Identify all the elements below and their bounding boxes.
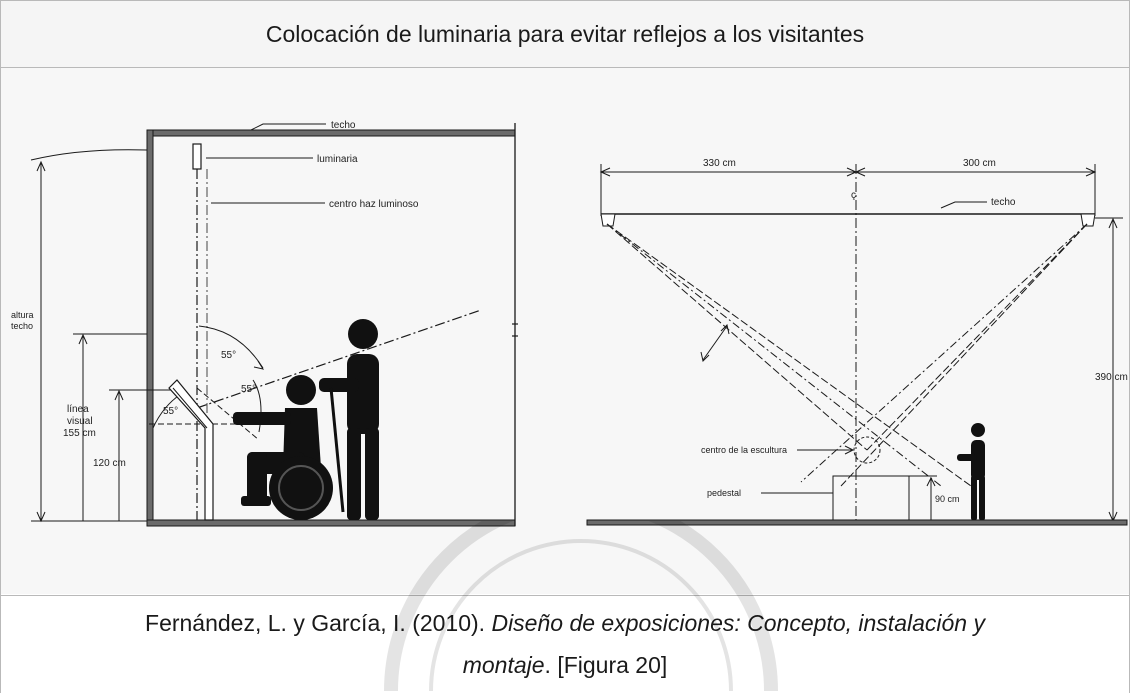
leader-techo-r: [940, 201, 987, 209]
label-centerline: ç: [851, 190, 856, 201]
label-altura-1: altura: [11, 310, 34, 320]
label-luminaria: luminaria: [317, 154, 358, 165]
wheel-rim: [278, 465, 324, 511]
label-linea-3: 155 cm: [63, 428, 96, 439]
sculpture-arrow: [844, 445, 855, 455]
label-angle-left: 55°: [163, 406, 178, 417]
caption-line-2: montaje. [Figura 20]: [1, 644, 1129, 686]
label-angle-top: 55°: [221, 350, 236, 361]
label-techo: techo: [331, 120, 356, 131]
standing-arm: [319, 378, 359, 392]
lum-left: [600, 213, 616, 227]
caption-title-1: Diseño de exposiciones: Concepto, instal…: [491, 610, 985, 636]
label-height: 390 cm: [1095, 372, 1128, 383]
label-centro-escultura: centro de la escultura: [701, 445, 787, 455]
angle-arc-top: [198, 325, 264, 369]
caption-title-2: montaje: [462, 652, 545, 678]
figure-area: techo luminaria centro haz luminoso altu…: [1, 68, 1129, 594]
width-arrow-l: [599, 167, 611, 177]
lighting-diagram: techo luminaria centro haz luminoso altu…: [11, 120, 1128, 527]
left-wall: [146, 129, 154, 527]
label-pedestal-height: 90 cm: [935, 494, 960, 504]
standing-head: [348, 319, 378, 349]
standing-leg-l: [347, 428, 361, 520]
label-centro-haz: centro haz luminoso: [329, 199, 419, 210]
label-angle-mid: 55°: [241, 384, 256, 395]
figure-title: Colocación de luminaria para evitar refl…: [265, 20, 865, 47]
wheelchair-user: [233, 375, 333, 520]
h120-arrow-top: [114, 389, 124, 401]
vitrine-base: [172, 387, 208, 429]
standing-leg-r: [365, 428, 379, 520]
left-diagram: [30, 123, 518, 527]
label-pedestal: pedestal: [707, 488, 741, 498]
seated-head: [286, 375, 316, 405]
visitor-head: [971, 423, 985, 437]
beam-r-3: [866, 223, 1088, 451]
label-linea-1: línea: [67, 404, 89, 415]
vitrine: [168, 379, 214, 521]
visitor-leg-l: [971, 476, 977, 520]
title-row: Colocación de luminaria para evitar refl…: [1, 1, 1129, 68]
seated-arm: [233, 412, 291, 425]
leader-techo: [250, 123, 326, 131]
standing-person: [319, 319, 379, 520]
right-floor: [586, 519, 1128, 526]
standing-torso: [347, 354, 379, 434]
beam-width: [702, 325, 728, 361]
ped-arrow: [926, 476, 936, 487]
university-seal-watermark: [384, 521, 778, 691]
caption-row: Fernández, L. y García, I. (2010). Diseñ…: [1, 595, 1129, 693]
sight-line-standing: [196, 309, 482, 409]
height-arrow-top: [1108, 217, 1118, 229]
label-120: 120 cm: [93, 458, 126, 469]
label-altura-2: techo: [11, 321, 33, 331]
angle-arc-top-arrow: [253, 360, 265, 370]
caption-line-1: Fernández, L. y García, I. (2010). Diseñ…: [1, 602, 1129, 644]
linea-arrow-top: [78, 333, 88, 345]
luminaire-fixture: [192, 143, 202, 170]
visitor-arm: [957, 454, 977, 461]
label-width-left: 330 cm: [703, 158, 736, 169]
seated-shin: [247, 452, 267, 502]
beam-l-2: [606, 223, 972, 487]
angle-arc-mid: [252, 379, 262, 433]
wheelchair-handle: [329, 387, 345, 513]
visitor-leg-r: [979, 476, 985, 520]
altura-curve: [30, 149, 148, 161]
showcase-ray: [196, 387, 260, 441]
beam-r-1: [800, 223, 1088, 483]
width-arrow-r: [1085, 167, 1097, 177]
beam-l-3: [606, 223, 868, 451]
caption-figure-ref: . [Figura 20]: [544, 652, 668, 678]
foot: [241, 496, 271, 506]
label-linea-2: visual: [67, 416, 93, 427]
visitor-torso: [971, 440, 985, 480]
altura-arrow-top: [36, 160, 46, 172]
beam-l-1: [606, 223, 942, 487]
right-diagram: [586, 164, 1128, 526]
visitor-figure: [957, 423, 985, 520]
beam-width-a1: [700, 351, 710, 362]
label-width-right: 300 cm: [963, 158, 996, 169]
caption-authors: Fernández, L. y García, I. (2010).: [145, 610, 492, 636]
beam-r-2: [840, 223, 1088, 487]
lum-right: [1080, 213, 1096, 227]
beam-width-a2: [720, 324, 730, 335]
label-techo-r: techo: [991, 197, 1016, 208]
